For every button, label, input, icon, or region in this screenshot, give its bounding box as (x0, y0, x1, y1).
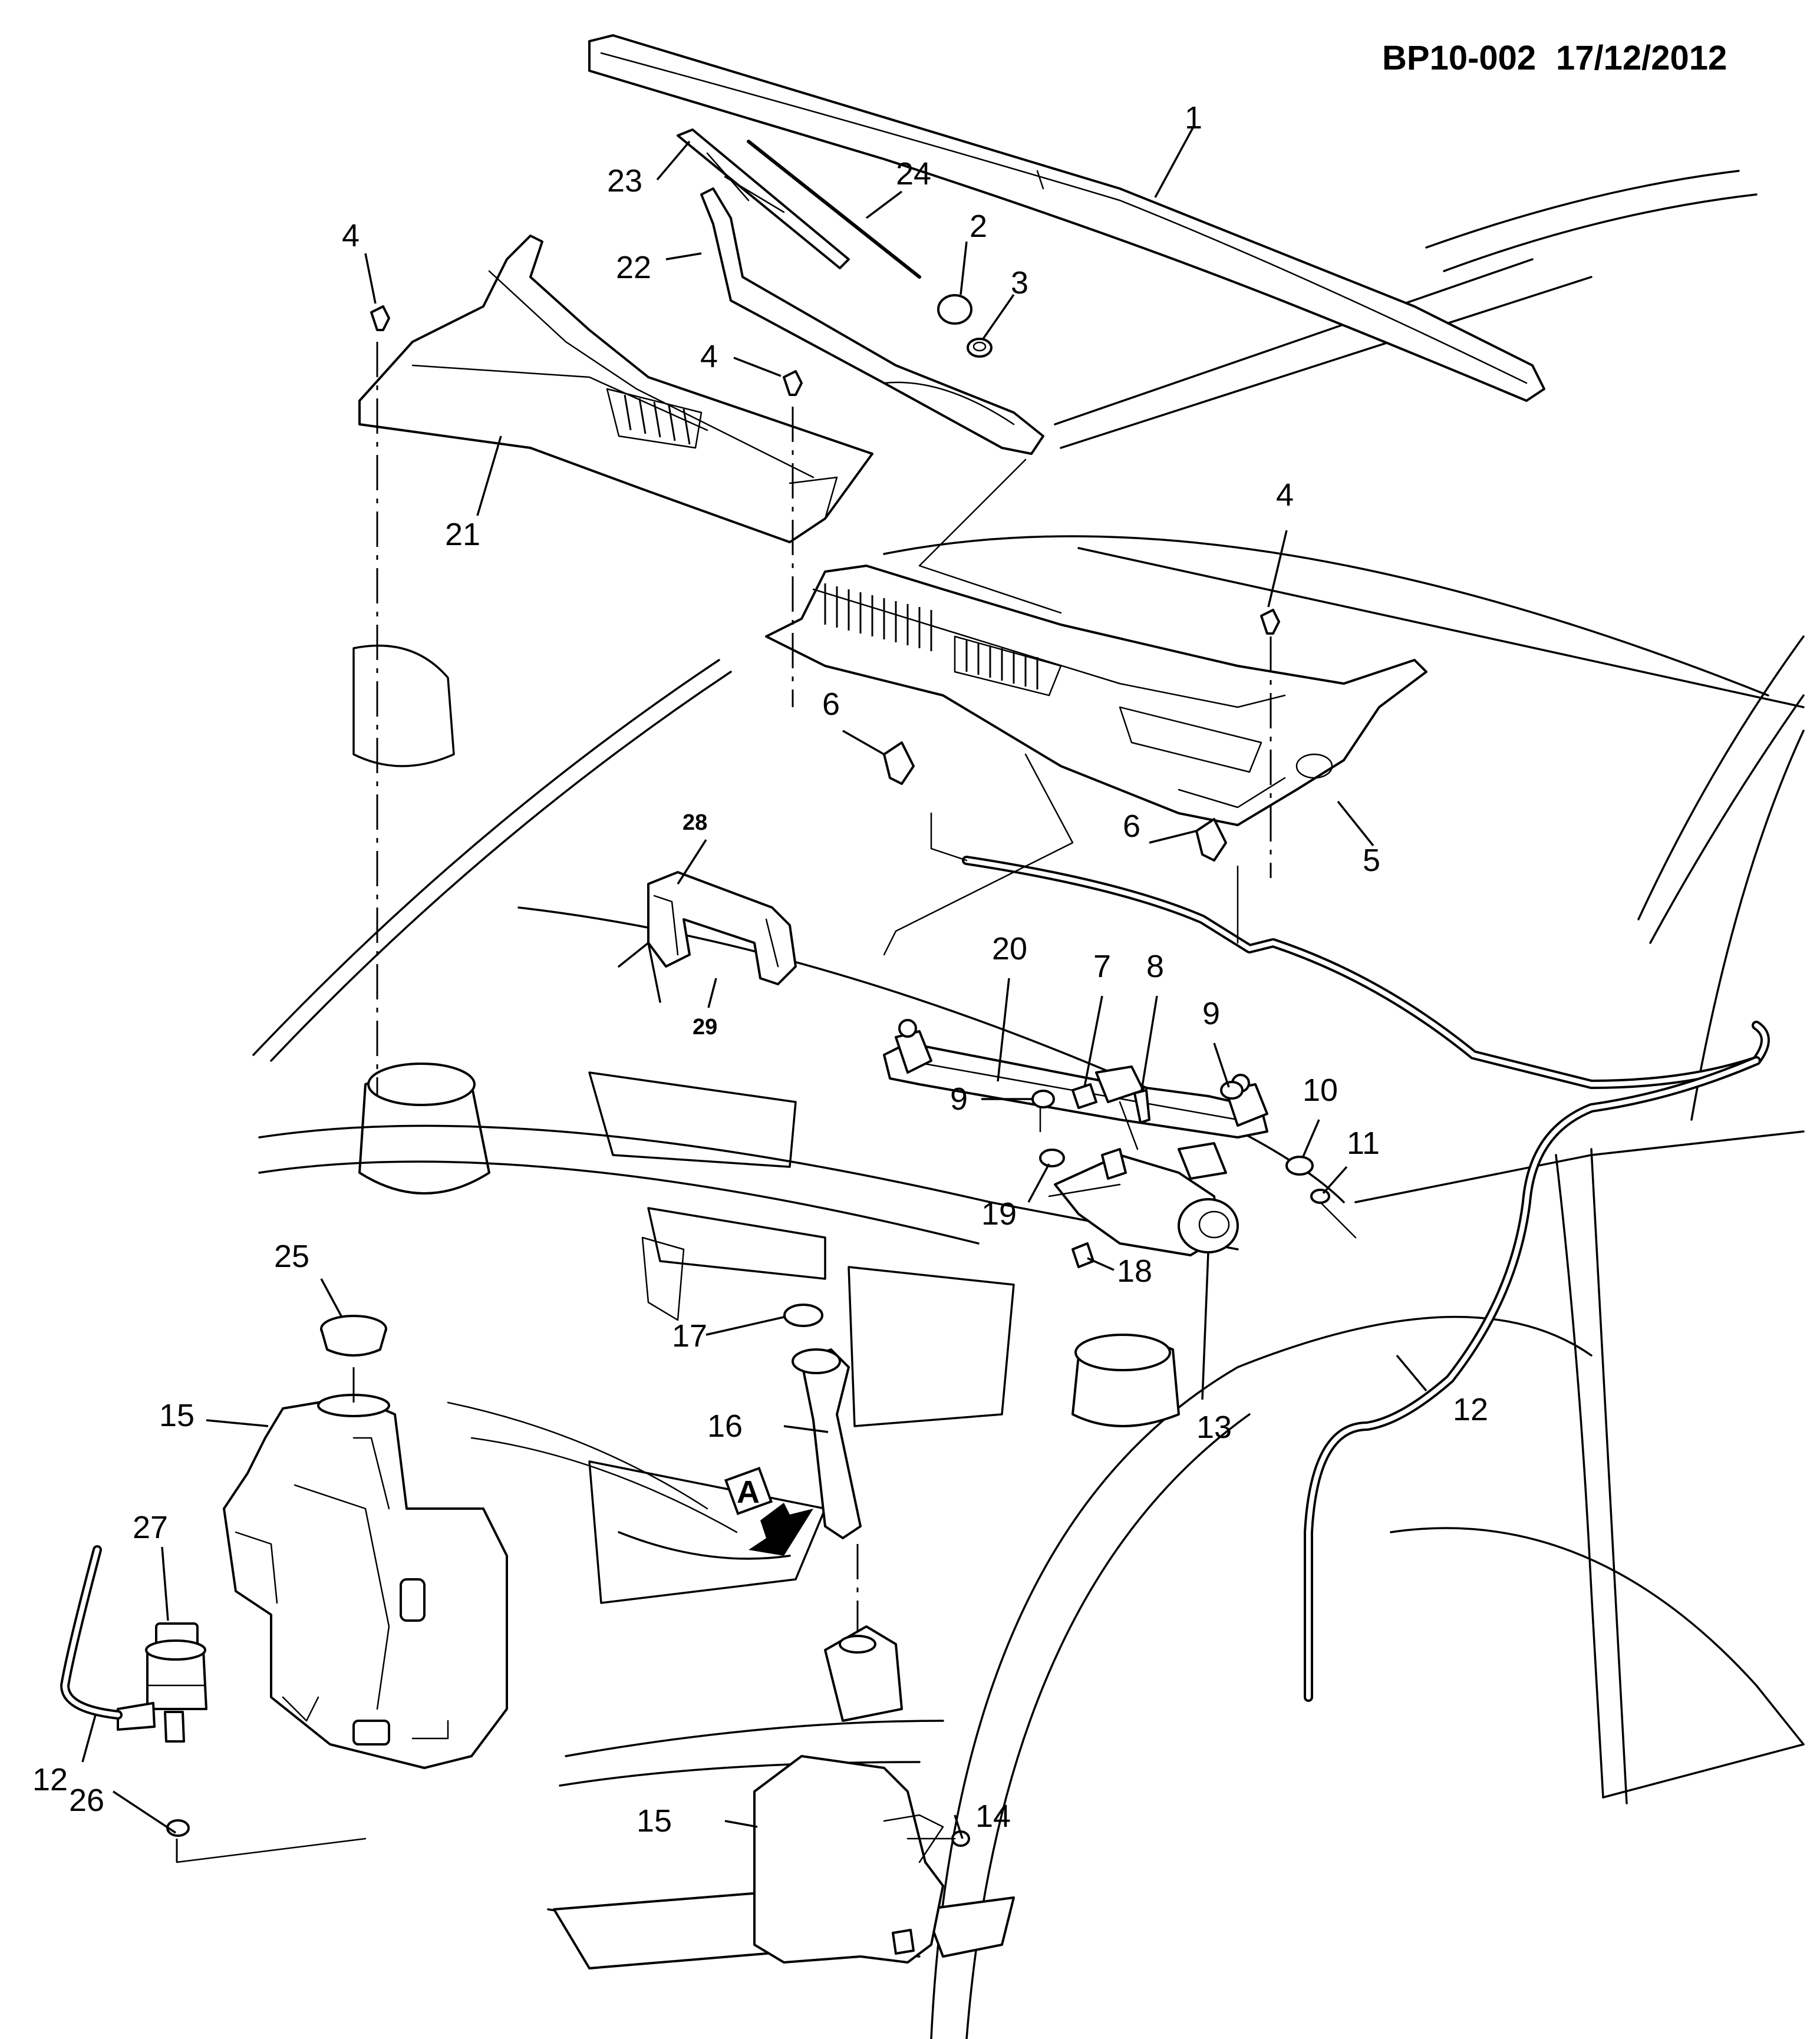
part-23-wiper-blade (677, 128, 921, 279)
part-19-grommet (1039, 1149, 1065, 1167)
view-a-label: A (737, 1474, 760, 1510)
callout-9-left: 9 (950, 1081, 968, 1117)
callout-4-center: 4 (700, 339, 718, 374)
callout-20: 20 (992, 931, 1027, 966)
alignment-lines (176, 342, 1357, 1863)
callout-1: 1 (1185, 100, 1202, 136)
callout-21: 21 (445, 517, 480, 552)
callout-28: 28 (682, 810, 707, 835)
part-9-bolt-a (1220, 1081, 1244, 1100)
callout-9-right: 9 (1202, 996, 1220, 1031)
part-2-nut-cap (937, 294, 972, 325)
part-4-clip-a (370, 305, 390, 331)
part-12-washer-hose (60, 856, 1770, 1720)
view-a-marker: A (724, 1466, 813, 1556)
part-6-nozzle-b (1195, 818, 1227, 862)
part-6-nozzle-a (883, 741, 915, 785)
part-13-wiper-motor (1048, 1142, 1239, 1256)
callout-14: 14 (975, 1799, 1011, 1834)
callout-13: 13 (1196, 1410, 1232, 1445)
callout-12-left: 12 (32, 1762, 68, 1797)
callout-16: 16 (707, 1408, 743, 1444)
part-4-clip-c (1260, 609, 1280, 635)
callout-6-left: 6 (822, 687, 840, 722)
callout-4-left: 4 (342, 218, 360, 253)
part-3-nut (967, 338, 993, 358)
part-5-cowl-panel-right (765, 565, 1427, 826)
callout-22: 22 (616, 250, 651, 285)
callout-11: 11 (1347, 1126, 1380, 1161)
callout-27: 27 (133, 1510, 168, 1545)
part-28-bracket (647, 871, 797, 985)
callout-23: 23 (607, 163, 642, 199)
diagram-code: BP10-002 (1382, 39, 1536, 77)
part-11-washer (1310, 1189, 1330, 1204)
callout-15-upper: 15 (159, 1398, 194, 1433)
callout-19: 19 (981, 1196, 1017, 1232)
callout-4-right: 4 (1276, 477, 1294, 513)
part-16-filler-neck (792, 1348, 862, 1539)
part-7-nut (1071, 1083, 1097, 1109)
part-4-clip-b (783, 370, 803, 396)
leader-lines (81, 126, 1427, 1839)
part-18-nut (1071, 1242, 1094, 1268)
part-27-washer-pump (117, 1622, 207, 1743)
part-17-retainer (783, 1304, 823, 1327)
callout-26: 26 (69, 1783, 104, 1818)
callout-7: 7 (1093, 949, 1111, 984)
callout-15-lower: 15 (637, 1803, 672, 1839)
part-15-reservoir-lower (753, 1625, 944, 1964)
callout-labels: 1 2 3 4 4 4 5 6 6 7 8 9 9 10 11 12 13 14… (32, 100, 1488, 1839)
part-15-washer-reservoir (223, 1394, 508, 1769)
callout-10: 10 (1303, 1073, 1338, 1108)
callout-2: 2 (970, 209, 987, 244)
callout-18: 18 (1117, 1253, 1152, 1289)
part-1-windshield-molding (588, 34, 1545, 402)
callout-29: 29 (693, 1015, 717, 1040)
callout-17: 17 (672, 1318, 707, 1354)
callout-6-right: 6 (1123, 809, 1140, 844)
callout-8: 8 (1146, 949, 1164, 984)
part-10-grommet (1285, 1156, 1314, 1176)
part-22-wiper-arm (700, 187, 1044, 455)
callout-5: 5 (1363, 843, 1380, 878)
part-20-wiper-linkage (883, 1019, 1268, 1139)
diagram-date: 17/12/2012 (1556, 39, 1727, 77)
part-26-seal (166, 1819, 190, 1837)
part-8-bolt (1133, 1089, 1150, 1124)
callout-12-right: 12 (1453, 1392, 1488, 1427)
part-21-cowl-panel-left (358, 235, 873, 543)
part-9-bolt-b (1031, 1090, 1055, 1108)
callout-24: 24 (896, 156, 931, 192)
callout-25: 25 (274, 1239, 309, 1274)
callout-3: 3 (1011, 265, 1028, 301)
